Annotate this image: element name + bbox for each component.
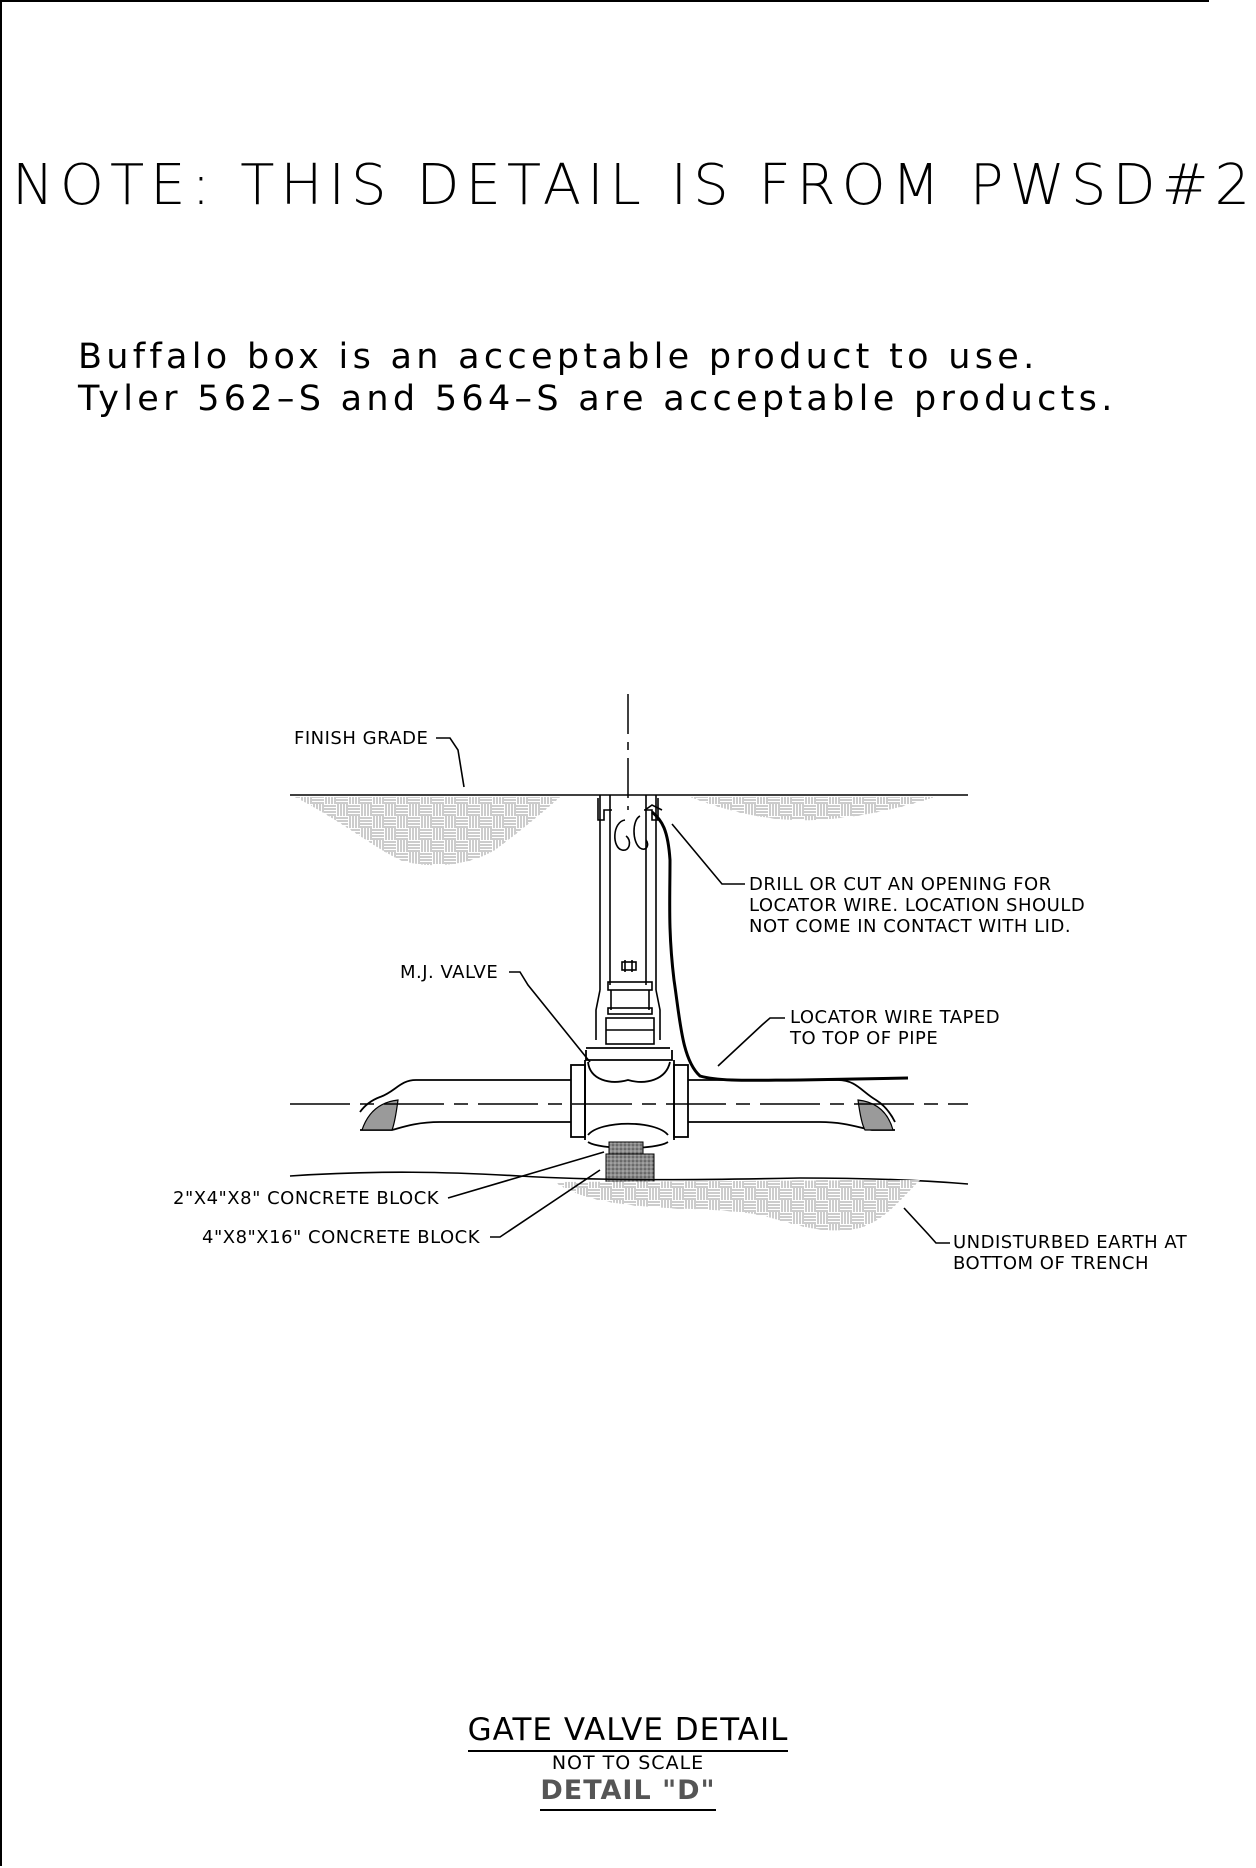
detail-title-text: GATE VALVE DETAIL bbox=[467, 1712, 789, 1752]
locator-wire bbox=[651, 810, 909, 1082]
detail-scale: NOT TO SCALE bbox=[551, 1752, 705, 1774]
grade-earth-left bbox=[295, 797, 560, 866]
leader-lines bbox=[436, 737, 950, 1244]
gate-valve-drawing bbox=[289, 694, 969, 1244]
label-drill-opening-line-2: LOCATOR WIRE. LOCATION SHOULD bbox=[749, 895, 1086, 916]
note-line-1: Buffalo box is an acceptable product to … bbox=[78, 337, 1039, 377]
note-body: Buffalo box is an acceptable product to … bbox=[78, 336, 1117, 420]
note-title: NOTE: THIS DETAIL IS FROM PWSD#2 bbox=[12, 153, 1256, 218]
pipe-bell-left bbox=[361, 1099, 399, 1131]
label-undisturbed-earth-line-2: BOTTOM OF TRENCH bbox=[953, 1253, 1149, 1274]
label-large-concrete-block: 4"X8"X16" CONCRETE BLOCK bbox=[202, 1227, 481, 1248]
label-finish-grade: FINISH GRADE bbox=[294, 728, 429, 749]
trench-bottom-line bbox=[289, 1171, 969, 1185]
detail-id-text: DETAIL "D" bbox=[540, 1775, 716, 1811]
sheet-border bbox=[0, 0, 1209, 1866]
note-line-2: Tyler 562–S and 564–S are acceptable pro… bbox=[78, 379, 1117, 419]
label-undisturbed-earth-line-1: UNDISTURBED EARTH AT bbox=[953, 1232, 1188, 1253]
grade-earth-right bbox=[690, 797, 935, 821]
detail-title: GATE VALVE DETAIL bbox=[0, 1712, 1256, 1752]
label-mj-valve: M.J. VALVE bbox=[400, 962, 499, 983]
valve-box bbox=[595, 795, 663, 1045]
concrete-block-large bbox=[605, 1153, 655, 1183]
label-drill-opening: DRILL OR CUT AN OPENING FOR LOCATOR WIRE… bbox=[749, 874, 1085, 937]
label-drill-opening-line-3: NOT COME IN CONTACT WITH LID. bbox=[749, 916, 1072, 937]
label-undisturbed-earth: UNDISTURBED EARTH AT BOTTOM OF TRENCH bbox=[953, 1232, 1187, 1274]
label-small-concrete-block: 2"X4"X8" CONCRETE BLOCK bbox=[173, 1188, 440, 1209]
concrete-block-small bbox=[608, 1141, 644, 1155]
water-main-pipe bbox=[359, 1079, 896, 1131]
label-drill-opening-line-1: DRILL OR CUT AN OPENING FOR bbox=[749, 874, 1052, 895]
label-locator-wire-line-2: TO TOP OF PIPE bbox=[790, 1028, 939, 1049]
label-locator-wire-line-1: LOCATOR WIRE TAPED bbox=[790, 1007, 1001, 1028]
trench-earth bbox=[555, 1180, 920, 1231]
detail-id: DETAIL "D" bbox=[0, 1775, 1256, 1811]
pipe-bell-right bbox=[857, 1099, 894, 1131]
gate-valve-body bbox=[570, 1047, 689, 1149]
label-locator-wire: LOCATOR WIRE TAPED TO TOP OF PIPE bbox=[790, 1007, 1000, 1049]
